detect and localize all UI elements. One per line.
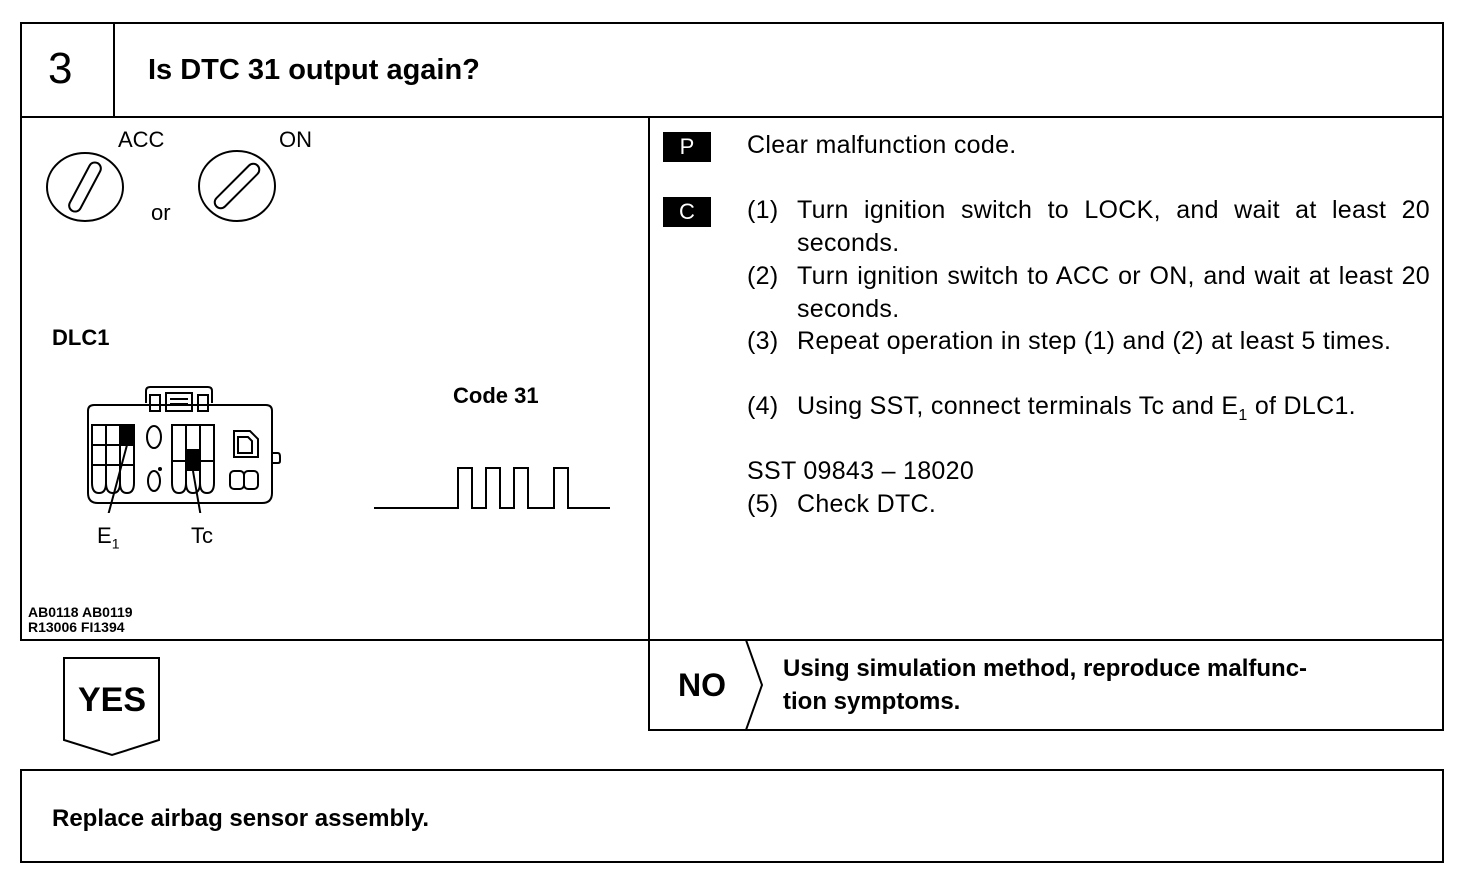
- no-branch-box: [648, 639, 1444, 731]
- ignition-switch-acc-icon: [46, 152, 124, 222]
- column-divider: [648, 116, 650, 731]
- acc-label: ACC: [118, 127, 165, 152]
- no-branch-text-line-2: tion symptoms.: [783, 688, 961, 715]
- code-label: Code 31: [453, 383, 539, 408]
- procedure-step-1: (1)Turn ignition switch to LOCK, and wai…: [747, 196, 1430, 257]
- ignition-switch-on-icon: [198, 150, 276, 222]
- waveform-line: [374, 467, 610, 509]
- code-31-waveform: [374, 467, 610, 509]
- procedure-step-5: (5)Check DTC.: [747, 490, 937, 518]
- result-box: [20, 769, 1444, 863]
- or-label: or: [151, 200, 171, 225]
- no-branch-text-line-1: Using simulation method, reproduce malfu…: [783, 655, 1308, 682]
- no-label: NO: [678, 667, 726, 703]
- procedure-step-2: (2)Turn ignition switch to ACC or ON, an…: [747, 262, 1430, 323]
- step-number-divider: [113, 22, 115, 118]
- figure-id-line-2: R13006 FI1394: [28, 619, 125, 635]
- yes-arrow-shape: [63, 657, 160, 757]
- p-tag: P: [663, 132, 711, 162]
- on-label: ON: [279, 127, 312, 152]
- result-text: Replace airbag sensor assembly.: [52, 805, 430, 832]
- terminal-tc-label: Tc: [191, 523, 213, 548]
- procedure-step-3: (3)Repeat operation in step (1) and (2) …: [747, 327, 1392, 355]
- procedure-step-4: (4)Using SST, connect terminals Tc and E…: [747, 392, 1356, 424]
- terminal-e1-label: E1: [97, 523, 120, 552]
- figure-id-line-1: AB0118 AB0119: [28, 604, 133, 620]
- yes-label: YES: [77, 681, 147, 719]
- dlc1-connector-diagram: [87, 386, 281, 513]
- no-arrow-divider: [745, 640, 764, 730]
- c-tag: C: [663, 197, 711, 227]
- sst-number: SST 09843 – 18020: [747, 457, 975, 485]
- step-number: 3: [48, 44, 73, 93]
- connector-label: DLC1: [52, 325, 110, 350]
- step-title: Is DTC 31 output again?: [148, 54, 480, 86]
- p-instruction: Clear malfunction code.: [747, 131, 1017, 159]
